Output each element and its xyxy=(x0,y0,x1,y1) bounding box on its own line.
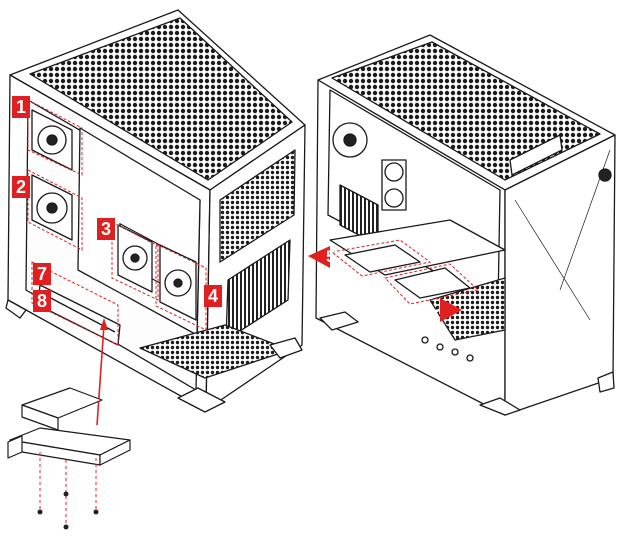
shroud-fan-b xyxy=(159,244,197,321)
bottom-mesh-right xyxy=(429,277,506,341)
front-fan-lower xyxy=(31,174,73,241)
rear-fan-right xyxy=(332,122,368,158)
rear-vent-mesh xyxy=(219,149,296,263)
marker-3: 3 xyxy=(97,218,115,240)
front-fan-upper xyxy=(31,109,73,171)
drive-plate-a xyxy=(344,244,421,273)
shroud-fan-a xyxy=(117,224,153,293)
front-logo-icon xyxy=(598,168,612,182)
marker-1: 1 xyxy=(12,96,30,118)
cpu-fan-right xyxy=(381,159,407,211)
drive-bracket xyxy=(7,387,131,466)
right-callout-outlines xyxy=(330,239,480,305)
marker-8: 8 xyxy=(33,290,51,312)
marker-7: 7 xyxy=(33,263,51,285)
top-mesh-panel-right xyxy=(331,41,601,181)
install-guide-line xyxy=(96,318,108,426)
marker-5: 5 xyxy=(326,247,336,266)
left-callout-outlines xyxy=(27,99,207,346)
top-mesh-panel xyxy=(29,17,293,181)
left-case-open-side xyxy=(5,9,306,413)
marker-2: 2 xyxy=(12,176,30,198)
rear-pcie-slots xyxy=(225,239,291,341)
right-case-glass-side xyxy=(315,34,616,416)
marker-6: 6 xyxy=(430,306,440,325)
screw-icons xyxy=(37,491,99,530)
direction-arrows xyxy=(308,246,462,322)
marker-4: 4 xyxy=(204,285,222,307)
